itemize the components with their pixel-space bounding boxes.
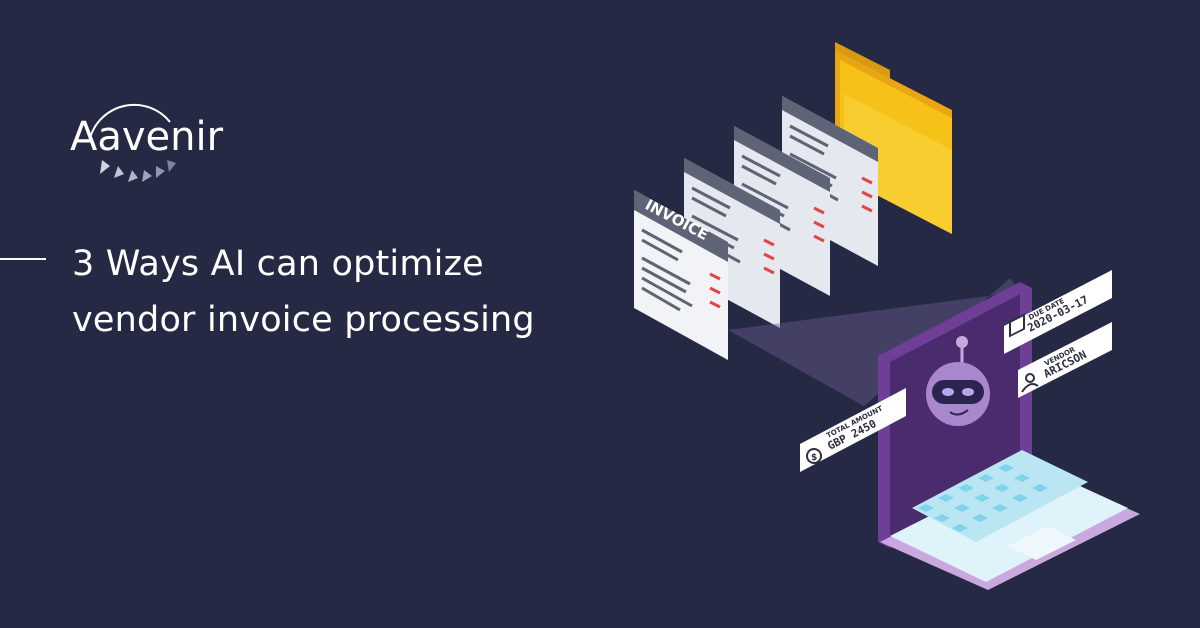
logo-arc [89, 103, 171, 139]
headline-line-1: 3 Ways AI can optimize [72, 244, 484, 284]
aavenir-logo: Aavenir [70, 96, 300, 196]
money-bag-icon: $ [806, 448, 822, 464]
headline-line-2: vendor invoice processing [72, 300, 535, 340]
logo-triangle [156, 166, 165, 178]
svg-text:$: $ [811, 453, 817, 463]
logo-triangle [100, 160, 110, 174]
scan-beam [728, 278, 1020, 406]
aavenir-logo-mark: Aavenir [70, 103, 224, 182]
logo-triangle [142, 170, 152, 182]
logo-triangle [114, 166, 124, 178]
logo-triangle [128, 170, 138, 182]
illustration: INVOICE [600, 30, 1200, 590]
logo-triangle [167, 160, 176, 172]
calendar-icon [1009, 313, 1025, 338]
laptop [878, 282, 1140, 590]
robot-icon [926, 336, 990, 426]
headline-rule [0, 258, 46, 260]
invoice-page-front: INVOICE [634, 190, 728, 360]
headline: 3 Ways AI can optimize vendor invoice pr… [72, 236, 632, 348]
user-icon [1021, 373, 1039, 393]
ai-invoice-illustration: INVOICE [634, 42, 1140, 590]
logo-wordmark: Aavenir [70, 114, 224, 160]
